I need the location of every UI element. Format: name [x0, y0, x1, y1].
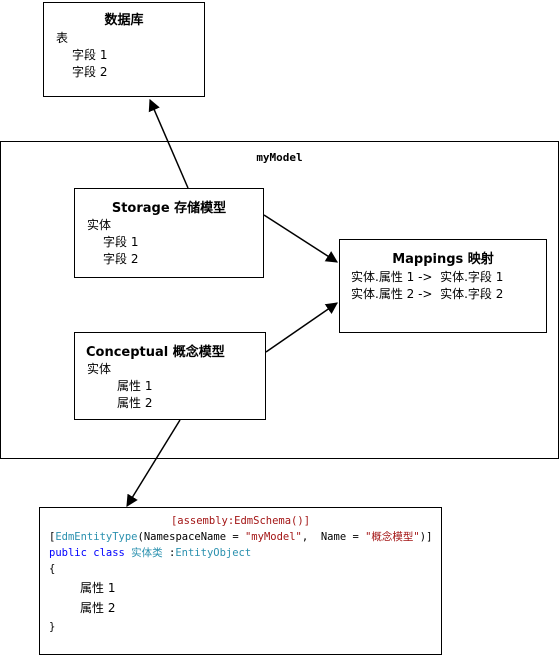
mapping-line-1: 实体.属性 1 -> 实体.字段 1 [351, 270, 504, 284]
storage-model-box: Storage 存储模型 实体 字段 1 字段 2 [74, 188, 264, 278]
code-class-line: public class 实体类 :EntityObject [49, 545, 441, 561]
storage-field-2: 字段 2 [103, 252, 139, 266]
storage-entity: 实体 [87, 218, 112, 232]
mappings-box: Mappings 映射 实体.属性 1 -> 实体.字段 1 实体.属性 2 -… [339, 239, 547, 333]
database-title: 数据库 [104, 13, 144, 28]
code-name-string: "概念模型" [365, 531, 420, 543]
code-entity-type-line: [EdmEntityType(NamespaceName = "myModel"… [49, 529, 441, 545]
code-class-name: 实体类 [124, 547, 170, 559]
database-box: 数据库 表 字段 1 字段 2 [43, 2, 205, 97]
code-type-name: EdmEntityType [55, 531, 138, 543]
code-params: (NamespaceName = [137, 531, 245, 543]
arrow-conceptual-to-code [126, 419, 181, 508]
code-property-2: 属性 2 [80, 601, 116, 615]
code-namespace-string: "myModel" [244, 531, 302, 543]
conceptual-property-2: 属性 2 [117, 396, 153, 410]
mappings-title: Mappings 映射 [392, 252, 494, 267]
model-container: myModel [0, 141, 559, 459]
code-colon: : [169, 547, 176, 559]
arrow-storage-to-mappings [263, 214, 339, 263]
conceptual-entity: 实体 [87, 362, 112, 376]
code-box: [assembly:EdmSchema()] [EdmEntityType(Na… [39, 507, 442, 655]
arrow-conceptual-to-mappings [265, 302, 338, 353]
code-property-1: 属性 1 [80, 581, 116, 595]
code-keyword: public class [49, 547, 125, 559]
storage-title: Storage 存储模型 [111, 201, 227, 216]
storage-field-1: 字段 1 [103, 235, 139, 249]
code-bracket-open: [ [49, 531, 56, 543]
code-attribute: [assembly:EdmSchema()] [170, 515, 311, 527]
code-base-class: EntityObject [175, 547, 252, 559]
conceptual-property-1: 属性 1 [117, 379, 153, 393]
code-brace-open: { [49, 563, 56, 575]
conceptual-title: Conceptual 概念模型 [86, 345, 225, 360]
arrow-storage-to-database [148, 98, 189, 189]
conceptual-model-box: Conceptual 概念模型 实体 属性 1 属性 2 [74, 332, 266, 420]
code-brace-close: } [49, 621, 56, 633]
model-title: myModel [256, 151, 303, 164]
code-bracket-close: )] [419, 531, 433, 543]
database-field-1: 字段 1 [72, 48, 108, 62]
database-table: 表 [56, 31, 69, 45]
mapping-line-2: 实体.属性 2 -> 实体.字段 2 [351, 287, 504, 301]
code-params-mid: , Name = [301, 531, 366, 543]
database-field-2: 字段 2 [72, 65, 108, 79]
